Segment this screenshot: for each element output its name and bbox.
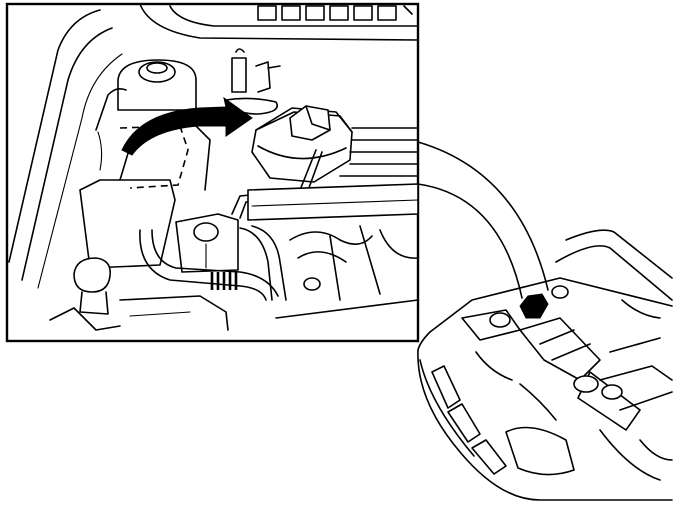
highlight-marker-icon xyxy=(519,293,549,319)
engine-detail xyxy=(461,285,673,481)
valve-cover xyxy=(247,127,419,221)
front-grille xyxy=(431,365,507,475)
sensor-connector xyxy=(225,48,281,115)
original-position-outline xyxy=(119,125,189,189)
curved-arrow-icon xyxy=(121,96,253,156)
washer-cap xyxy=(117,59,197,111)
hood-vents xyxy=(139,3,419,41)
detail-panel xyxy=(5,2,549,343)
detail-frame xyxy=(5,2,420,343)
coolant-reservoir-icon xyxy=(231,105,353,219)
left-lower-parts xyxy=(49,257,229,331)
headlight xyxy=(505,426,575,476)
lower-components xyxy=(139,213,419,319)
hose-clamp xyxy=(210,272,238,290)
callout-leader-lower xyxy=(417,183,523,299)
fender-lines xyxy=(8,9,123,289)
raised-hood xyxy=(565,229,673,279)
callout-leader-upper xyxy=(417,141,549,291)
car-overview xyxy=(417,229,673,501)
